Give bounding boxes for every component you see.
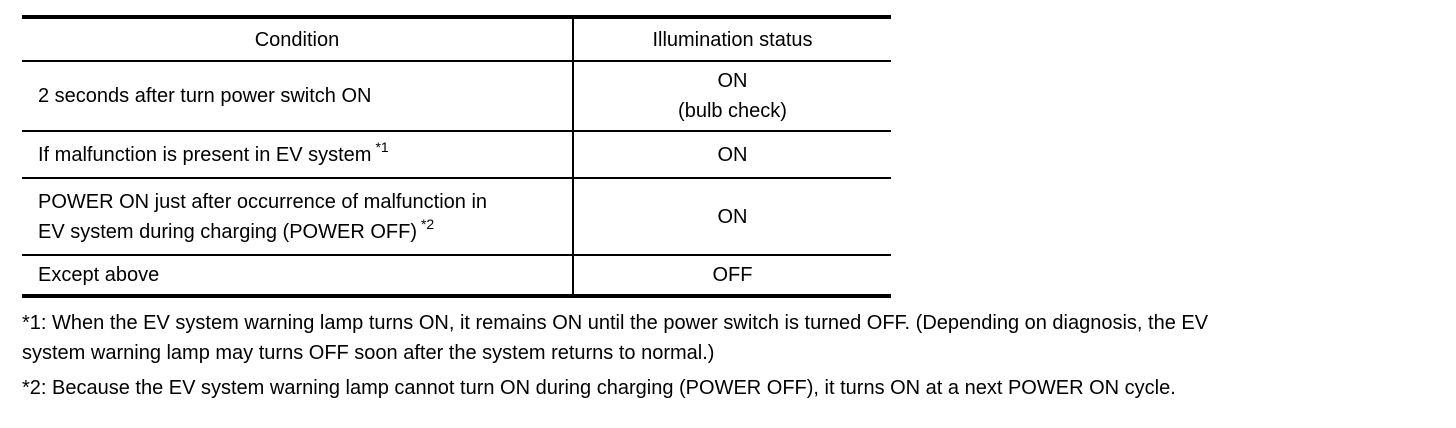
footnote-1-line1: *1: When the EV system warning lamp turn… [22,312,1209,334]
footnote-1-line2: system warning lamp may turns OFF soon a… [22,342,715,364]
condition-cell: Except above [22,255,574,298]
status-text: OFF [712,264,753,286]
condition-cell: 2 seconds after turn power switch ON [22,61,574,132]
footnote-1: *1: When the EV system warning lamp turn… [22,308,1447,368]
status-subtext: (bulb check) [678,100,787,122]
status-cell: OFF [573,255,891,298]
table-header-row: Condition Illumination status [22,15,891,62]
condition-cell: If malfunction is present in EV system*1 [22,131,574,179]
table-row: 2 seconds after turn power switch ON ON … [22,61,891,132]
status-cell: ON (bulb check) [573,61,891,132]
condition-text-line2: EV system during charging (POWER OFF) [38,220,417,243]
table-row: Except above OFF [22,255,891,298]
status-text: ON [717,205,748,228]
condition-text-line1: POWER ON just after occurrence of malfun… [38,190,488,213]
condition-text: If malfunction is present in EV system [38,143,372,166]
footnote-ref: *1 [375,138,389,155]
condition-text: 2 seconds after turn power switch ON [38,85,372,107]
footnote-ref: *2 [420,215,435,232]
status-cell: ON [573,178,891,256]
footnotes: *1: When the EV system warning lamp turn… [22,308,1447,408]
status-text: ON [717,143,748,166]
illumination-status-table: Condition Illumination status 2 seconds … [22,15,891,298]
status-text: ON [717,70,748,92]
status-cell: ON [573,131,891,179]
header-condition: Condition [22,15,574,62]
condition-text: Except above [38,264,160,286]
footnote-2: *2: Because the EV system warning lamp c… [22,377,1176,399]
condition-cell: POWER ON just after occurrence of malfun… [22,178,574,256]
table-row: POWER ON just after occurrence of malfun… [22,178,891,256]
header-illumination-status: Illumination status [573,15,891,62]
table-row: If malfunction is present in EV system*1… [22,131,891,179]
